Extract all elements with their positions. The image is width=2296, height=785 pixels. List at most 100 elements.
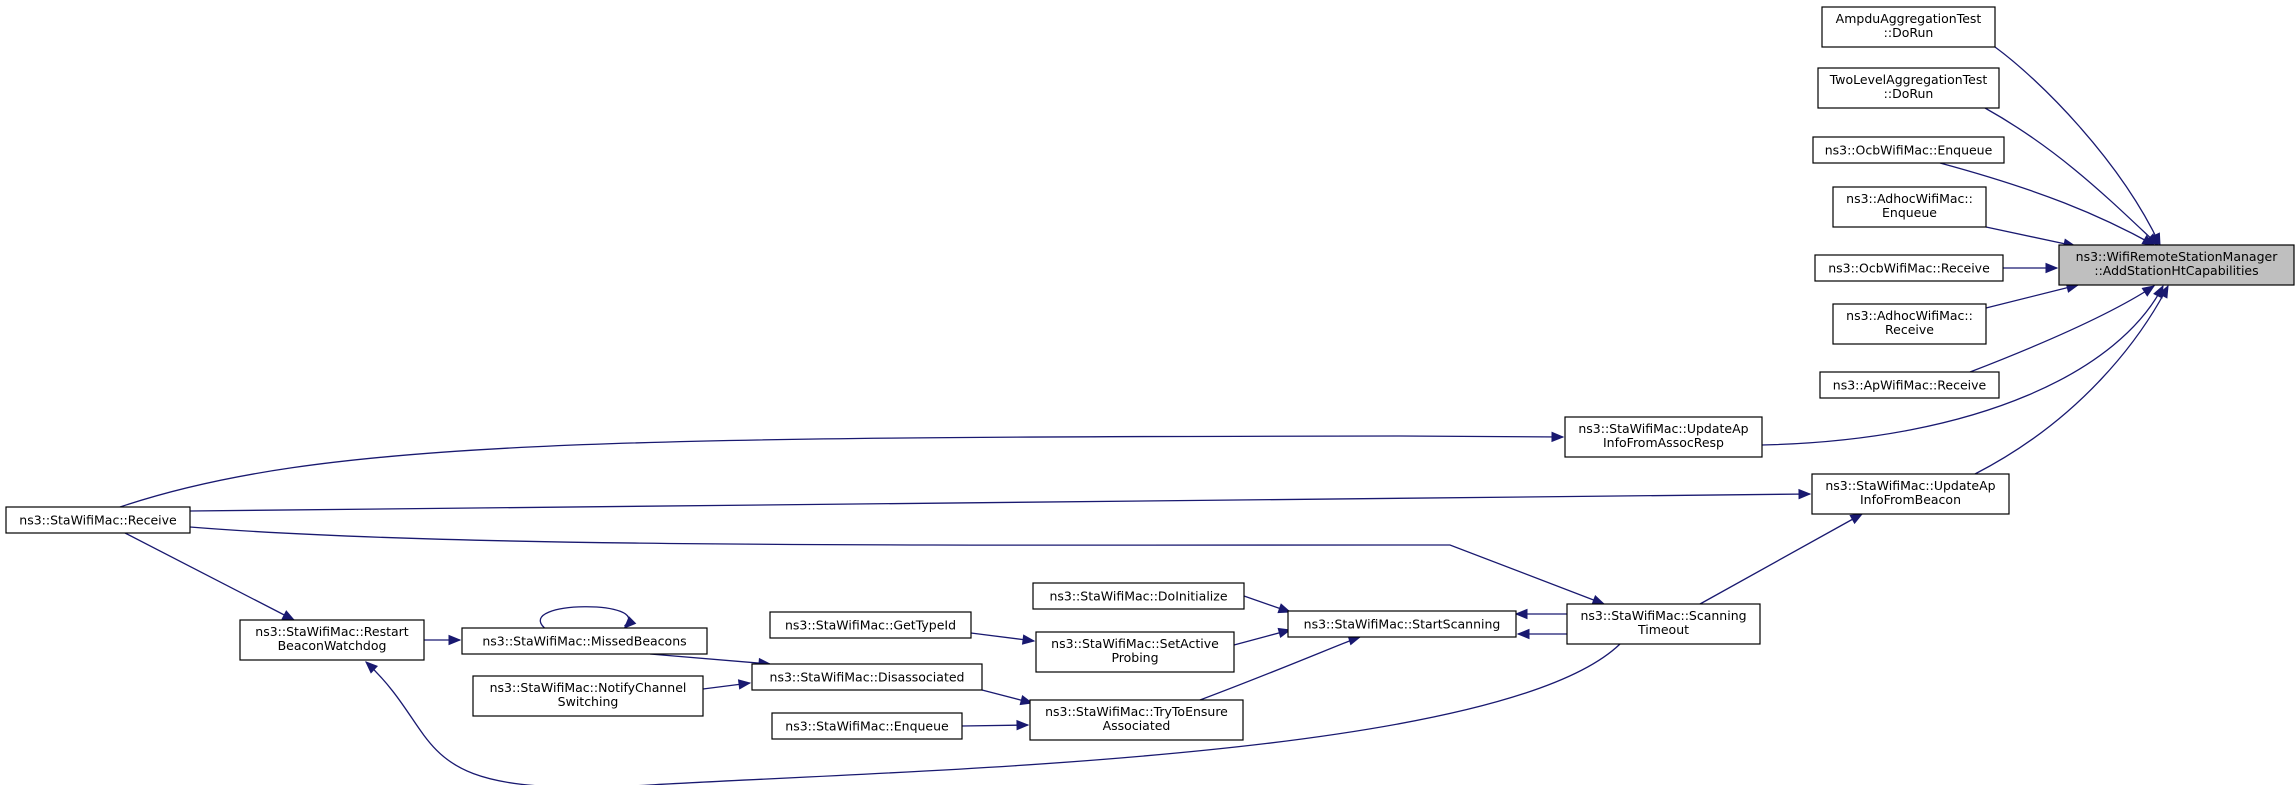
node-box — [461, 627, 708, 655]
edge-scan_to-to-restart — [365, 643, 1621, 785]
edge-arrowhead — [2158, 284, 2169, 299]
node-doinit[interactable]: ns3::StaWifiMac::DoInitialize — [1032, 582, 1245, 610]
node-box — [1032, 582, 1245, 610]
node-label: Associated — [1103, 718, 1171, 733]
node-label: InfoFromBeacon — [1860, 492, 1961, 507]
edge-line — [1984, 107, 2159, 246]
edge-scan_to-to-upd_beacon — [1699, 513, 1864, 605]
edge-ocb_rcv-to-root — [2003, 262, 2059, 274]
edge-arrowhead — [2045, 262, 2059, 274]
node-label: ns3::StaWifiMac::UpdateAp — [1578, 421, 1748, 436]
node-box — [1832, 303, 1987, 345]
edge-scan_to-to-start_scan — [1516, 628, 1567, 640]
node-upd_assoc[interactable]: ns3::StaWifiMac::UpdateApInfoFromAssocRe… — [1564, 416, 1763, 458]
edge-sta_enq-to-trytoensure — [961, 719, 1030, 731]
node-label: TwoLevelAggregationTest — [1829, 72, 1988, 87]
node-box — [1811, 473, 2010, 515]
edge-restart-to-missed — [424, 634, 462, 646]
edge-adhoc_rcv-to-root — [1985, 282, 2080, 309]
nodes-layer: ns3::WifiRemoteStationManager::AddStatio… — [5, 6, 2295, 741]
node-root[interactable]: ns3::WifiRemoteStationManager::AddStatio… — [2058, 244, 2295, 286]
node-label: ns3::OcbWifiMac::Enqueue — [1825, 143, 1993, 158]
edge-line — [1985, 226, 2076, 247]
edge-arrowhead — [1277, 627, 1292, 639]
edge-line — [189, 493, 1811, 512]
node-label: ns3::StaWifiMac::DoInitialize — [1049, 589, 1227, 604]
edge-missed-to-missed — [540, 606, 637, 629]
edge-line — [365, 643, 1621, 785]
node-label: ns3::AdhocWifiMac:: — [1846, 308, 1973, 323]
edge-disassoc-to-trytoensure — [981, 689, 1034, 706]
edge-arrowhead — [1551, 431, 1565, 443]
edge-line — [1969, 285, 2155, 373]
node-disassoc[interactable]: ns3::StaWifiMac::Disassociated — [751, 663, 983, 691]
node-box — [1566, 603, 1761, 645]
edge-line — [1994, 46, 2161, 246]
edge-trytoensure-to-start_scan — [1199, 635, 1362, 701]
node-label: ns3::StaWifiMac::Enqueue — [785, 719, 949, 734]
node-ocb_rcv[interactable]: ns3::OcbWifiMac::Receive — [1814, 254, 2004, 282]
node-adhoc_rcv[interactable]: ns3::AdhocWifiMac::Receive — [1832, 303, 1987, 345]
edge-arrowhead — [2141, 234, 2156, 246]
edge-arrowhead — [1019, 695, 1034, 706]
node-label: ns3::OcbWifiMac::Receive — [1828, 261, 1990, 276]
node-label: Probing — [1111, 650, 1158, 665]
edge-upd_beacon-to-root — [1974, 284, 2169, 475]
edge-sta_rcv-to-restart — [124, 532, 296, 621]
edge-arrowhead — [1516, 628, 1530, 640]
edge-ocb_enq-to-root — [1939, 162, 2156, 246]
edge-arrowhead — [1016, 719, 1030, 731]
edge-arrowhead — [1021, 634, 1036, 645]
edge-sta_rcv-to-upd_beacon — [189, 488, 1812, 512]
edges-layer — [119, 46, 2169, 785]
node-label: ns3::StaWifiMac::StartScanning — [1304, 617, 1501, 632]
node-label: ns3::AdhocWifiMac:: — [1846, 191, 1973, 206]
node-box — [472, 675, 704, 717]
node-gettypeid[interactable]: ns3::StaWifiMac::GetTypeId — [769, 611, 972, 639]
edge-arrowhead — [1514, 608, 1528, 620]
node-twolevel[interactable]: TwoLevelAggregationTest::DoRun — [1817, 67, 2000, 109]
node-start_scan[interactable]: ns3::StaWifiMac::StartScanning — [1287, 610, 1517, 638]
node-box — [1817, 67, 2000, 109]
node-box — [1035, 631, 1235, 673]
edge-start_scan-to-scan_to — [1514, 608, 1567, 620]
node-sta_rcv[interactable]: ns3::StaWifiMac::Receive — [5, 506, 191, 534]
edge-arrowhead — [448, 634, 462, 646]
node-box — [1564, 416, 1763, 458]
node-box — [751, 663, 983, 691]
node-box — [1821, 6, 1996, 48]
node-ap_rcv[interactable]: ns3::ApWifiMac::Receive — [1819, 371, 2000, 399]
node-label: ns3::StaWifiMac::Disassociated — [770, 670, 965, 685]
node-label: ns3::StaWifiMac::SetActive — [1051, 636, 1219, 651]
edge-line — [124, 532, 295, 621]
node-box — [1812, 136, 2005, 164]
node-label: ns3::StaWifiMac::NotifyChannel — [490, 680, 687, 695]
edge-setactive-to-start_scan — [1233, 627, 1292, 646]
edge-arrowhead — [281, 610, 296, 621]
edge-twolevel-to-root — [1984, 107, 2159, 246]
edge-line — [540, 606, 629, 629]
edge-line — [1985, 284, 2079, 309]
node-label: ::AddStationHtCapabilities — [2094, 263, 2258, 278]
node-ampdu[interactable]: AmpduAggregationTest::DoRun — [1821, 6, 1996, 48]
edge-sta_rcv-to-scan_to — [189, 526, 1606, 605]
node-sta_enq[interactable]: ns3::StaWifiMac::Enqueue — [771, 712, 963, 740]
node-box — [771, 712, 963, 740]
node-label: ns3::StaWifiMac::Receive — [19, 513, 177, 528]
node-label: ns3::StaWifiMac::GetTypeId — [785, 618, 956, 633]
node-adhoc_enq[interactable]: ns3::AdhocWifiMac::Enqueue — [1832, 186, 1987, 228]
node-missed[interactable]: ns3::StaWifiMac::MissedBeacons — [461, 627, 708, 655]
edge-notify-to-disassoc — [702, 679, 752, 690]
edge-line — [1939, 162, 2155, 246]
edge-arrowhead — [1277, 603, 1292, 614]
node-ocb_enq[interactable]: ns3::OcbWifiMac::Enqueue — [1812, 136, 2005, 164]
node-box — [1819, 371, 2000, 399]
edge-line — [649, 653, 771, 665]
node-box — [5, 506, 191, 534]
